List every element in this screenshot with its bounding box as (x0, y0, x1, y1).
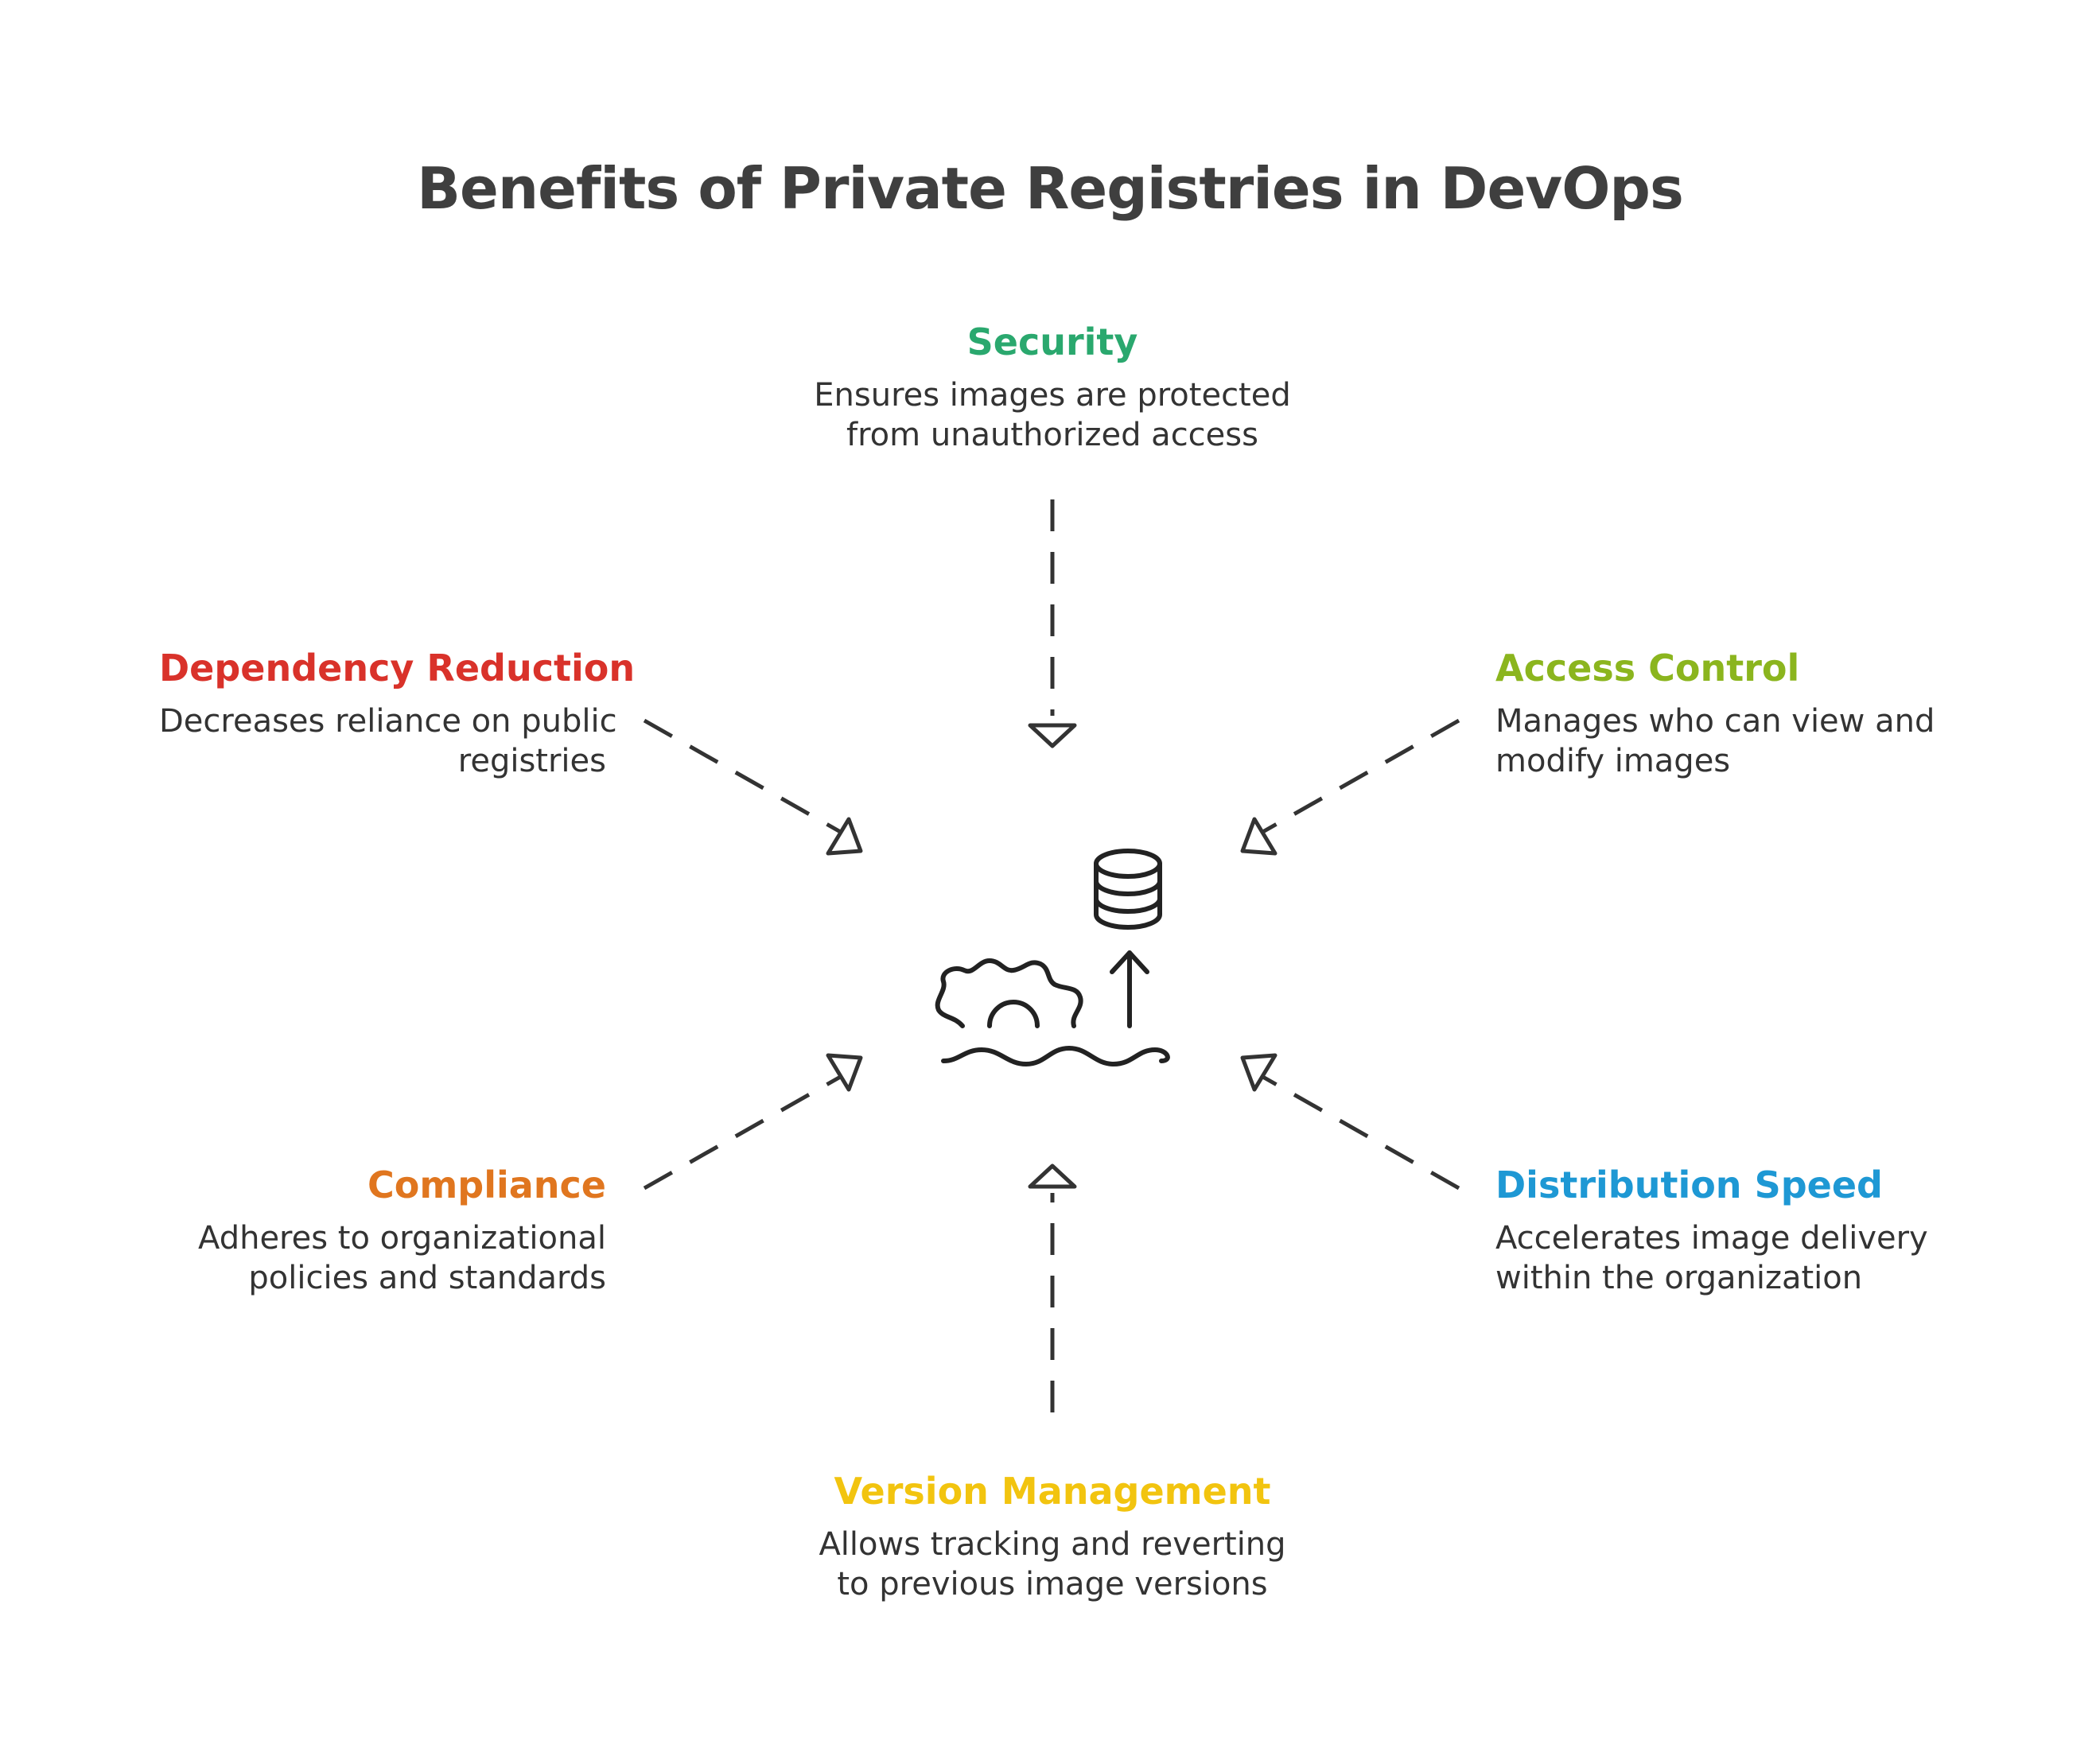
benefit-distribution-speed-desc-line-1: Accelerates image delivery (1495, 1220, 1928, 1257)
benefit-access-control-heading: Access Control (1495, 647, 1800, 690)
benefit-dependency-reduction-heading: Dependency Reduction (159, 647, 636, 690)
arrowhead-dependency-reduction (826, 817, 863, 856)
benefit-dependency-reduction-desc-line-2: registries (457, 743, 606, 779)
benefit-security: Security Ensures images are protected fr… (811, 318, 1293, 455)
benefit-access-control-desc-line-1: Manages who can view and (1495, 703, 1935, 740)
arrowhead-distribution-speed (1240, 1053, 1278, 1092)
benefit-compliance-desc-line-1: Adheres to organizational (198, 1220, 606, 1257)
benefit-access-control-desc-line-2: modify images (1495, 743, 1731, 779)
connector-access-control (1240, 718, 1460, 856)
benefit-access-control-description: Manages who can view and modify images (1495, 701, 1989, 781)
benefit-version-management-heading: Version Management (834, 1470, 1271, 1513)
benefit-dependency-reduction-desc-line-1: Decreases reliance on public (159, 703, 617, 740)
benefit-access-control: Access Control Manages who can view and … (1495, 644, 1989, 781)
arrowhead-access-control (1240, 817, 1278, 856)
benefit-version-management-description: Allows tracking and reverting to previou… (795, 1525, 1309, 1604)
benefit-security-heading: Security (966, 321, 1138, 363)
benefit-compliance-description: Adheres to organizational policies and s… (159, 1218, 606, 1298)
benefit-version-management: Version Management Allows tracking and r… (795, 1467, 1309, 1604)
benefit-security-desc-line-2: from unauthorized access (846, 417, 1258, 453)
benefit-dependency-reduction: Dependency Reduction Decreases reliance … (159, 644, 636, 781)
arrowhead-version-management (1028, 1164, 1077, 1189)
benefit-version-management-desc-line-2: to previous image versions (837, 1566, 1268, 1603)
arrowhead-compliance (826, 1053, 863, 1092)
benefit-distribution-speed: Distribution Speed Accelerates image del… (1495, 1161, 1989, 1298)
benefit-dependency-reduction-description: Decreases reliance on public registries (159, 701, 617, 781)
wave-icon (941, 1046, 1170, 1066)
arrow-up-icon (1110, 950, 1149, 1028)
connector-dependency-reduction (643, 718, 863, 856)
benefit-security-desc-line-1: Ensures images are protected (814, 377, 1291, 414)
center-illustration (935, 849, 1170, 1066)
gear-icon (935, 958, 1083, 1028)
arrowhead-security (1028, 723, 1077, 748)
connector-security (1028, 499, 1077, 748)
benefit-distribution-speed-desc-line-2: within the organization (1495, 1260, 1863, 1296)
connector-distribution-speed (1240, 1053, 1460, 1191)
page-title: Benefits of Private Registries in DevOps (417, 155, 1684, 222)
benefit-version-management-desc-line-1: Allows tracking and reverting (819, 1526, 1286, 1563)
benefit-compliance-desc-line-2: policies and standards (248, 1260, 606, 1296)
database-icon (1094, 849, 1162, 930)
connector-compliance (643, 1053, 863, 1191)
benefit-distribution-speed-description: Accelerates image delivery within the or… (1495, 1218, 1989, 1298)
connector-version-management (1028, 1164, 1077, 1412)
benefit-distribution-speed-heading: Distribution Speed (1495, 1164, 1883, 1206)
benefit-security-description: Ensures images are protected from unauth… (811, 375, 1293, 455)
benefit-compliance-heading: Compliance (367, 1164, 606, 1206)
benefit-compliance: Compliance Adheres to organizational pol… (159, 1161, 606, 1298)
